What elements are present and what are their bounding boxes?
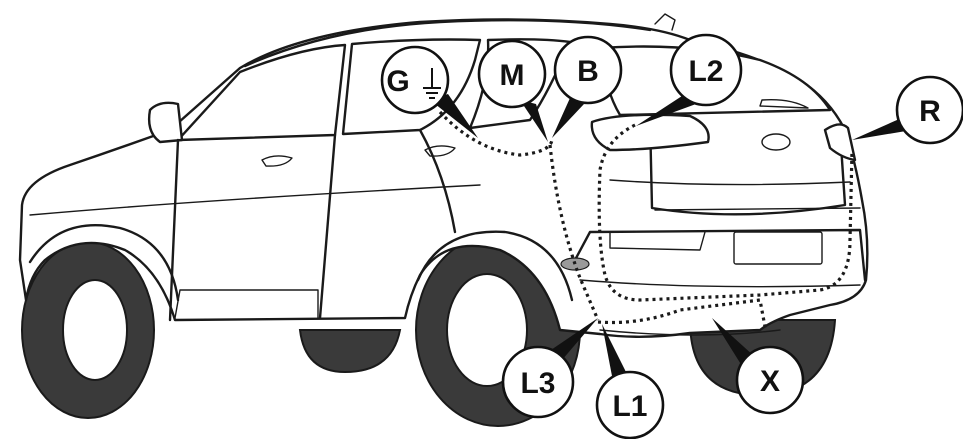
callout-r: R bbox=[852, 75, 963, 145]
callout-b: B bbox=[552, 35, 623, 138]
callout-g: G bbox=[380, 45, 478, 138]
wiring-harness bbox=[438, 110, 854, 333]
callout-l3-label: L3 bbox=[520, 367, 555, 400]
callout-r-label: R bbox=[919, 95, 941, 128]
callout-l2: L2 bbox=[636, 33, 743, 126]
wire-x-run bbox=[597, 298, 768, 333]
callout-x-label: X bbox=[760, 365, 780, 398]
callout-l1: L1 bbox=[595, 324, 665, 440]
callout-g-label: G bbox=[386, 65, 409, 98]
wire-left-light-loop bbox=[597, 123, 854, 302]
front-far-wheel bbox=[298, 329, 402, 374]
wire-main-vertical bbox=[548, 144, 600, 321]
wire-ground-run bbox=[438, 110, 554, 157]
callout-m: M bbox=[477, 39, 548, 142]
ground-symbol-icon bbox=[423, 68, 441, 99]
callout-b-label: B bbox=[577, 55, 599, 88]
callout-x: X bbox=[712, 318, 805, 415]
callout-l1-label: L1 bbox=[612, 390, 647, 423]
vehicle-body bbox=[18, 13, 869, 338]
callout-l3: L3 bbox=[501, 318, 598, 419]
front-wheel bbox=[21, 241, 155, 419]
callout-m-label: M bbox=[500, 59, 525, 92]
callout-l2-label: L2 bbox=[688, 55, 723, 88]
